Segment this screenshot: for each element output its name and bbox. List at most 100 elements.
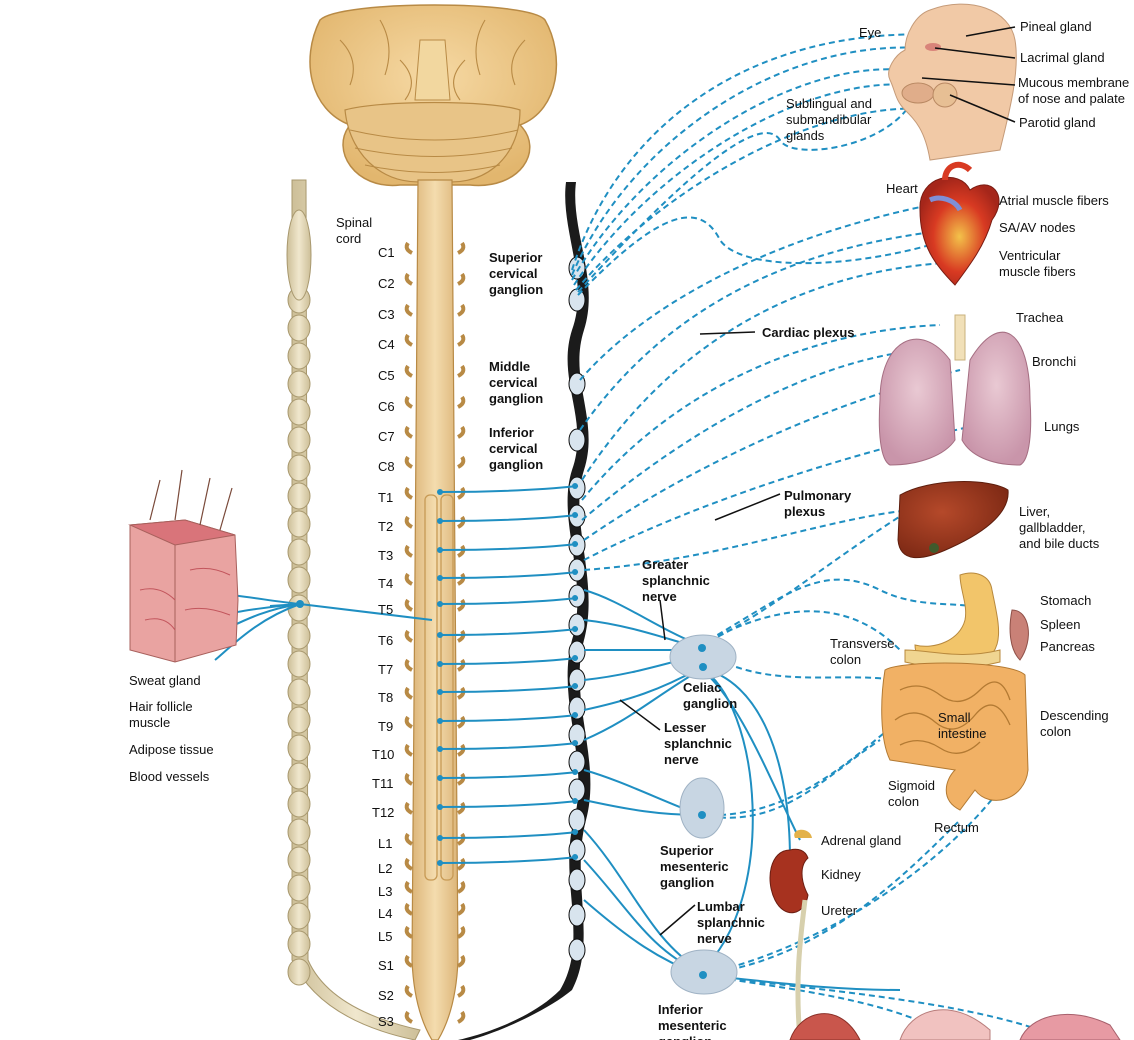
heart-illustration (919, 161, 1000, 286)
segment-label-c7: C7 (378, 429, 395, 444)
segment-label-l1: L1 (378, 836, 392, 851)
root-left-c1 (404, 241, 413, 255)
segment-label-c3: C3 (378, 307, 395, 322)
root-right-t3 (457, 544, 466, 558)
root-left-c6 (404, 395, 413, 409)
segment-label-s3: S3 (378, 1014, 394, 1029)
preganglionic-fibre-t2 (439, 514, 579, 522)
organ-label-adrenal: Adrenal gland (821, 833, 901, 848)
trunk-ganglion (568, 778, 586, 802)
trunk-ganglion (568, 938, 586, 962)
segment-label-t10: T10 (372, 747, 394, 762)
skin-label-blood: Blood vessels (129, 769, 210, 784)
ganglion-label-cardiac-plexus: Cardiac plexus (762, 325, 855, 340)
organ-label-rectum: Rectum (934, 820, 979, 835)
organ-label-eye: Eye (859, 25, 881, 40)
spinal-cord (411, 179, 459, 1040)
organ-label-stomach: Stomach (1040, 593, 1091, 608)
organ-label-lacrimal: Lacrimal gland (1020, 50, 1105, 65)
root-right-c4 (457, 333, 466, 347)
root-left-l4 (404, 902, 413, 916)
segment-label-t7: T7 (378, 662, 393, 677)
skin-label-adipose: Adipose tissue (129, 742, 214, 757)
preganglionic-fibre-t5 (439, 597, 579, 605)
root-right-l5 (457, 925, 466, 939)
label-leader-lines (619, 26, 1016, 936)
segment-label-t6: T6 (378, 633, 393, 648)
root-left-l5 (404, 925, 413, 939)
organ-label-pancreas: Pancreas (1040, 639, 1095, 654)
segment-label-l2: L2 (378, 861, 392, 876)
segment-label-t1: T1 (378, 490, 393, 505)
root-right-l1 (457, 832, 466, 846)
root-right-l2 (457, 857, 466, 871)
celiac-ganglion-shape (669, 634, 737, 680)
trunk-ganglion (568, 288, 586, 312)
segment-label-t2: T2 (378, 519, 393, 534)
organ-label-bronchi: Bronchi (1032, 354, 1076, 369)
collateral-ganglia (669, 634, 738, 995)
root-left-t11 (404, 772, 413, 786)
root-right-t12 (457, 801, 466, 815)
root-right-t11 (457, 772, 466, 786)
root-right-t8 (457, 686, 466, 700)
organ-label-trachea: Trachea (1016, 310, 1064, 325)
segment-label-s2: S2 (378, 988, 394, 1003)
preganglionic-fibre-t9 (439, 714, 579, 722)
root-right-l3 (457, 880, 466, 894)
root-left-l2 (404, 857, 413, 871)
liver-illustration (897, 481, 1009, 559)
root-left-t4 (404, 572, 413, 586)
spinal-nerve-roots (404, 241, 466, 1024)
preganglionic-fibre-t8 (439, 685, 579, 693)
root-left-c4 (404, 333, 413, 347)
root-right-t5 (457, 598, 466, 612)
preganglionic-fibre-t6 (439, 628, 579, 636)
root-left-t5 (404, 598, 413, 612)
root-left-t12 (404, 801, 413, 815)
lungs-illustration (878, 314, 1032, 466)
segment-label-c1: C1 (378, 245, 395, 260)
kidney-illustration (769, 829, 812, 1040)
nerve-fibres (437, 483, 579, 866)
segment-label-s1: S1 (378, 958, 394, 973)
skin-block-illustration (128, 469, 239, 663)
stomach-illustration (904, 572, 1029, 672)
brain (309, 4, 558, 187)
segment-label-c4: C4 (378, 337, 395, 352)
root-right-l4 (457, 902, 466, 916)
root-right-c7 (457, 425, 466, 439)
preganglionic-fibre-t11 (439, 771, 579, 779)
preganglionic-fibre-t12 (439, 800, 579, 808)
organ-label-liver: Liver,gallbladder,and bile ducts (1019, 504, 1100, 551)
trunk-ganglion (568, 868, 586, 892)
segment-label-t3: T3 (378, 548, 393, 563)
preganglionic-fibre-l2 (439, 856, 579, 864)
root-right-t10 (457, 743, 466, 757)
root-right-c2 (457, 272, 466, 286)
trunk-ganglion (568, 723, 586, 747)
segment-label-t4: T4 (378, 576, 393, 591)
trunk-ganglion (568, 903, 586, 927)
superior-mesenteric-ganglion-shape (679, 777, 725, 839)
root-left-t7 (404, 658, 413, 672)
root-left-c3 (404, 303, 413, 317)
trunk-ganglion (568, 808, 586, 832)
segment-label-l5: L5 (378, 929, 392, 944)
root-left-l1 (404, 832, 413, 846)
segment-label-t12: T12 (372, 805, 394, 820)
root-left-s2 (404, 984, 413, 998)
root-left-t1 (404, 486, 413, 500)
root-left-t10 (404, 743, 413, 757)
organ-label-parotid: Parotid gland (1019, 115, 1096, 130)
root-left-t6 (404, 629, 413, 643)
